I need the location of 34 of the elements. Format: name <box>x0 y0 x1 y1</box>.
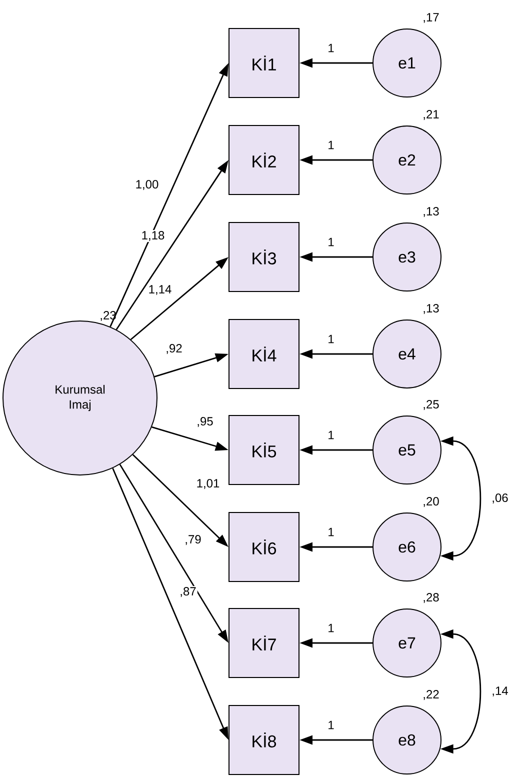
observed-variable-box: Kİ4 <box>228 319 300 389</box>
edge-label: 1,18 <box>140 230 166 242</box>
edge-label: ,92 <box>164 343 184 355</box>
edge-label: ,79 <box>184 534 202 546</box>
variance-label: ,20 <box>422 496 440 508</box>
edge-label: 1 <box>326 334 336 344</box>
variance-label: ,22 <box>422 689 440 701</box>
edge-label: 1 <box>326 622 336 634</box>
observed-variable-box: Kİ7 <box>228 608 300 678</box>
edge-label: 1 <box>326 236 336 248</box>
observed-variable-box: Kİ8 <box>228 705 300 775</box>
edge-label: 1,14 <box>147 284 173 296</box>
observed-variable-box: Kİ2 <box>228 125 300 195</box>
edge-label: ,14 <box>490 686 510 698</box>
variance-label: ,13 <box>422 303 440 315</box>
edge-label: ,06 <box>490 492 510 504</box>
edge-label: 1 <box>326 430 336 440</box>
variance-label: ,21 <box>422 109 440 121</box>
observed-variable-box: Kİ5 <box>228 415 300 485</box>
variance-label: ,17 <box>422 12 440 24</box>
edge-label: 1 <box>326 140 336 150</box>
variance-label: ,13 <box>422 206 440 218</box>
edge-label: 1 <box>326 42 336 54</box>
edge-label: 1 <box>326 526 336 538</box>
observed-variable-box: Kİ1 <box>228 28 300 98</box>
observed-variable-box: Kİ3 <box>228 222 300 292</box>
variance-label: ,28 <box>422 592 440 604</box>
edge-label: 1,00 <box>134 179 160 191</box>
edge-label: 1,01 <box>195 478 221 490</box>
edge-label: ,95 <box>196 416 214 428</box>
edge-label: ,87 <box>178 586 198 598</box>
variance-label: ,25 <box>422 399 440 411</box>
observed-variable-box: Kİ6 <box>228 512 300 582</box>
edge-label: 1 <box>326 720 336 730</box>
